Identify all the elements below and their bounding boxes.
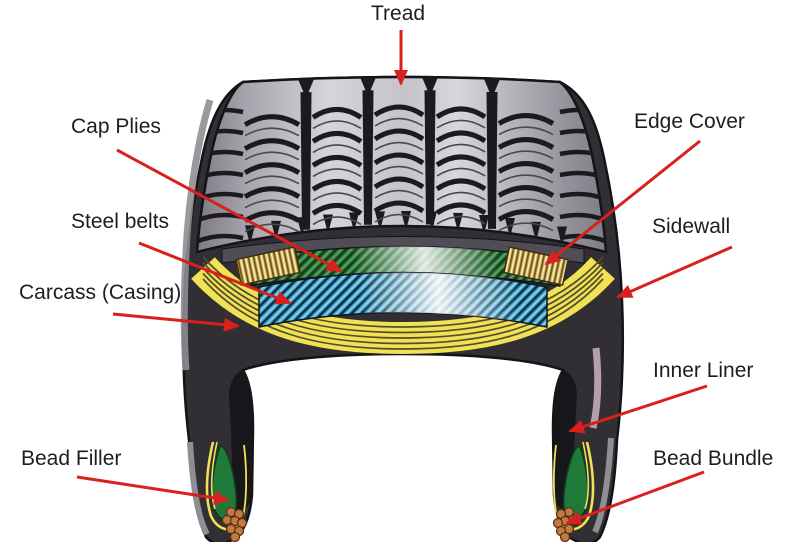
bead-bundle-wires	[221, 506, 248, 542]
tread-grooves	[197, 77, 606, 247]
label-tread: Tread	[371, 2, 426, 25]
arrow-edge-cover	[544, 139, 701, 266]
tread-surface	[195, 75, 608, 254]
arrow-bead-filler	[76, 475, 230, 505]
arrow-bead-bundle	[565, 470, 705, 525]
carcass-turnup-line	[242, 444, 248, 517]
arrow-carcass	[112, 312, 240, 332]
arrow-cap-plies	[116, 148, 343, 273]
label-bead-bundle: Bead Bundle	[653, 447, 774, 470]
sidewall-cut-face-left	[180, 98, 214, 371]
label-steel-belts: Steel belts	[71, 210, 170, 233]
edge-cover-left-block	[235, 246, 301, 286]
arrow-sidewall	[616, 245, 733, 299]
label-inner-liner: Inner Liner	[653, 359, 754, 382]
leg-cut-face-right	[592, 437, 614, 534]
arrow-steel-belts	[138, 241, 292, 305]
steel-belt-shine	[259, 272, 547, 327]
label-carcass: Carcass (Casing)	[19, 281, 182, 304]
arrow-inner-liner	[568, 384, 708, 434]
label-sidewall: Sidewall	[652, 215, 731, 238]
label-cap-plies: Cap Plies	[71, 115, 161, 138]
label-bead-filler: Bead Filler	[21, 447, 122, 470]
carcass-band	[191, 256, 615, 355]
label-edge-cover: Edge Cover	[634, 110, 745, 133]
leg-cut-face-left	[187, 441, 210, 536]
